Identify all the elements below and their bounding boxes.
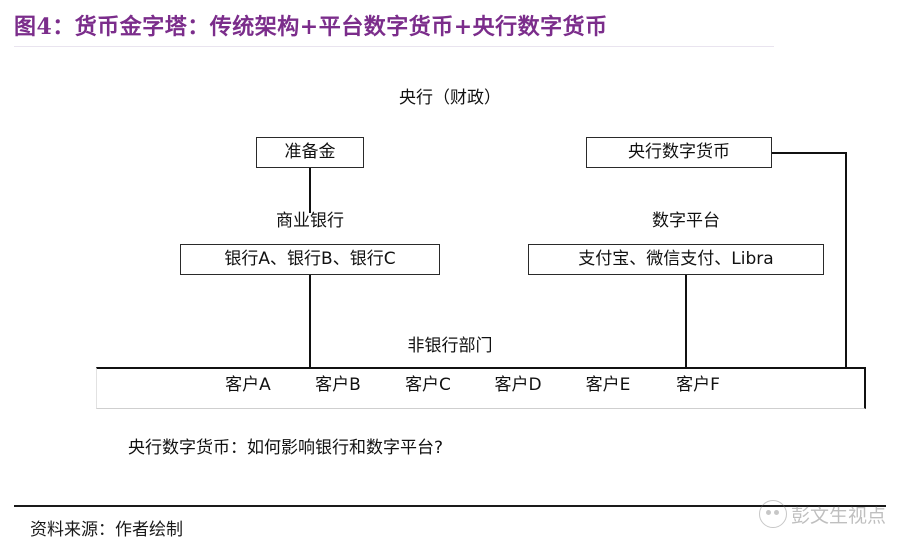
connector-platforms-to-customers [685, 275, 687, 367]
source-note: 资料来源：作者绘制 [30, 520, 183, 540]
node-reserves: 准备金 [256, 137, 364, 168]
title-divider [14, 46, 774, 47]
node-banks-list: 银行A、银行B、银行C [180, 244, 440, 275]
footer-divider [14, 505, 886, 507]
customers-strip: 客户A 客户B 客户C 客户D 客户E 客户F [96, 367, 866, 409]
connector-banks-to-customers [309, 275, 311, 367]
customer-e: 客户E [585, 375, 631, 395]
customer-d: 客户D [494, 375, 542, 395]
customer-a: 客户A [225, 375, 271, 395]
customer-f: 客户F [676, 375, 720, 395]
footer: 资料来源：作者绘制 彭文生视点 [0, 495, 900, 550]
node-commercial-banks-label: 商业银行 [276, 211, 344, 231]
customer-b: 客户B [315, 375, 361, 395]
title-bar: 图4：货币金字塔：传统架构+平台数字货币+央行数字货币 [0, 0, 900, 50]
node-platforms-list: 支付宝、微信支付、Libra [528, 244, 824, 275]
customer-c: 客户C [405, 375, 451, 395]
node-cbdc: 央行数字货币 [586, 137, 772, 168]
money-pyramid-diagram: 央行（财政） 准备金 央行数字货币 商业银行 数字平台 银行A、银行B、银行C … [0, 50, 900, 495]
watermark-logo-icon [758, 500, 787, 528]
customers-row: 客户A 客户B 客户C 客户D 客户E 客户F [217, 377, 729, 394]
watermark: 彭文生视点 [686, 497, 886, 531]
page-title: 图4：货币金字塔：传统架构+平台数字货币+央行数字货币 [14, 14, 608, 40]
diagram-caption: 央行数字货币：如何影响银行和数字平台? [128, 438, 444, 458]
node-nonbank-sector-label: 非银行部门 [407, 336, 493, 356]
connector-reserves-to-banks [309, 168, 311, 213]
node-digital-platform-label: 数字平台 [652, 211, 720, 231]
watermark-text: 彭文生视点 [790, 504, 886, 527]
connector-cbdc-rail-down [845, 152, 847, 369]
connector-cbdc-right [772, 152, 847, 154]
node-central-bank: 央行（财政） [399, 88, 501, 108]
